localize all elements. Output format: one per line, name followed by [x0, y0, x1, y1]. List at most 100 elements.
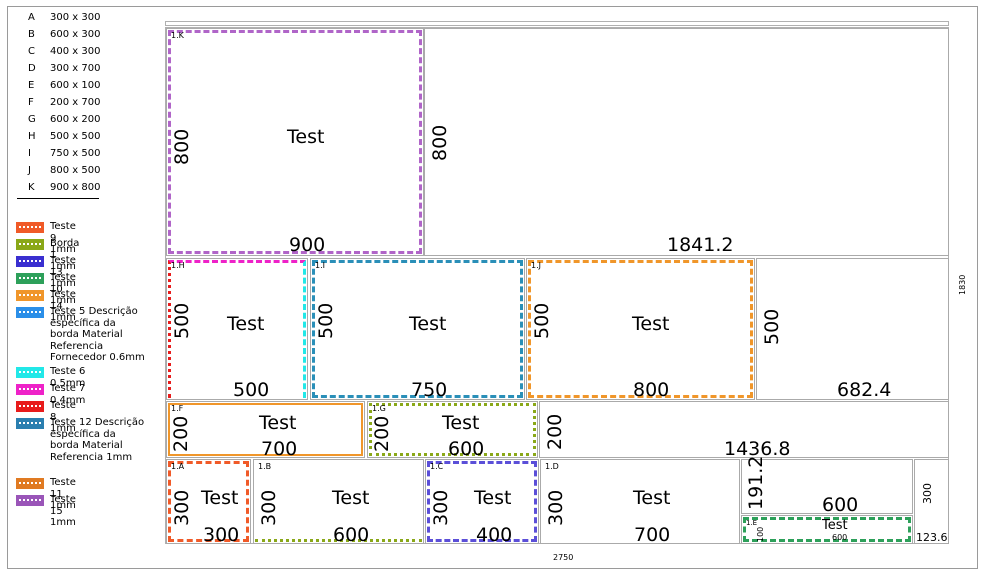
part-height: 500 — [315, 302, 337, 339]
drawing-frame — [7, 6, 978, 569]
size-letter: H — [28, 131, 36, 142]
legend-label: Teste 14 1mm — [50, 289, 76, 323]
swatch-icon — [16, 384, 44, 395]
remnant-height: 191.2 — [745, 455, 767, 510]
swatch-icon — [16, 256, 44, 267]
size-letter: A — [28, 12, 35, 23]
part-height: 500 — [171, 302, 193, 339]
remnant-width: 123.6 — [916, 531, 948, 544]
part-e[interactable]: 1.E Test 600 100 — [741, 515, 913, 544]
remnant-3: 1436.8 200 — [539, 401, 949, 460]
remnant-1: 1841.2 800 — [424, 28, 949, 256]
size-letter: C — [28, 46, 35, 57]
sheet-height-label: 1830 — [958, 274, 967, 295]
part-id: 1.H — [171, 261, 185, 270]
part-h[interactable]: 1.H Test 500 500 — [166, 258, 308, 401]
size-dim: 750 x 500 — [50, 148, 101, 159]
size-dim: 200 x 700 — [50, 97, 101, 108]
part-width: 400 — [476, 524, 513, 546]
size-row-i: I 750 x 500 — [28, 147, 100, 161]
swatch-icon — [16, 222, 44, 233]
remnant-width: 1841.2 — [667, 234, 734, 256]
part-width: 600 — [333, 524, 370, 546]
swatch-icon — [16, 478, 44, 489]
size-letter: F — [28, 97, 34, 108]
part-name: Test — [332, 487, 370, 509]
remnant-5: 123.6 300 — [914, 459, 949, 544]
part-name: Test — [259, 412, 297, 434]
part-width: 300 — [203, 524, 240, 546]
part-height: 100 — [756, 526, 765, 542]
part-b[interactable]: 1.B Test 600 300 — [253, 459, 424, 546]
size-dim: 500 x 500 — [50, 131, 101, 142]
size-letter: I — [28, 148, 31, 159]
legend-label: Teste 11 1mm — [50, 477, 76, 511]
size-letter: K — [28, 182, 35, 193]
part-width: 750 — [411, 379, 448, 401]
remnant-height: 200 — [544, 413, 566, 450]
legend-label: Teste 5 Descrição específica da borda Ma… — [50, 306, 145, 363]
size-letter: G — [28, 114, 36, 125]
part-g[interactable]: 1.G Test 600 200 — [367, 401, 538, 460]
part-id: 1.A — [171, 462, 185, 471]
part-a[interactable]: 1.A Test 300 300 — [166, 459, 251, 546]
part-id: 1.F — [171, 404, 184, 413]
part-width: 500 — [233, 379, 270, 401]
legend-label: Teste 10 1mm — [50, 272, 76, 306]
part-width: 600 — [832, 533, 848, 542]
size-dim: 300 x 700 — [50, 63, 101, 74]
part-height: 300 — [171, 489, 193, 526]
size-row-c: C 400 x 300 — [28, 45, 100, 59]
size-row-d: D 300 x 700 — [28, 62, 100, 76]
part-name: Test — [633, 487, 671, 509]
size-row-a: A 300 x 300 — [28, 11, 100, 25]
legend-label: Teste 9 1mm — [50, 221, 76, 255]
size-dim: 600 x 100 — [50, 80, 101, 91]
size-list-divider — [17, 198, 99, 199]
part-height: 800 — [171, 128, 193, 165]
part-id: 1.K — [171, 31, 184, 40]
part-name: Test — [409, 313, 447, 335]
legend-label: Teste 8 1mm — [50, 400, 76, 434]
part-height: 200 — [371, 415, 393, 452]
legend-label: Teste 15 1mm — [50, 494, 76, 528]
swatch-icon — [16, 418, 44, 429]
part-id: 1.E — [746, 519, 758, 527]
part-id: 1.G — [372, 404, 386, 413]
part-width: 800 — [633, 379, 670, 401]
size-row-g: G 600 x 200 — [28, 113, 100, 127]
remnant-4: 600 191.2 — [741, 455, 913, 516]
part-f[interactable]: 1.F Test 700 200 — [166, 401, 365, 460]
part-d[interactable]: 1.D Test 700 300 — [540, 459, 740, 546]
swatch-icon — [16, 239, 44, 250]
part-height: 500 — [531, 302, 553, 339]
part-k[interactable]: 1.K Test 900 800 — [166, 28, 424, 256]
size-dim: 600 x 200 — [50, 114, 101, 125]
part-c[interactable]: 1.C Test 400 300 — [425, 459, 539, 546]
swatch-icon — [16, 307, 44, 318]
part-name: Test — [287, 126, 325, 148]
sheet-width-label: 2750 — [553, 553, 574, 562]
size-letter: D — [28, 63, 36, 74]
part-width: 700 — [634, 524, 671, 546]
size-dim: 900 x 800 — [50, 182, 101, 193]
part-i[interactable]: 1.I Test 750 500 — [310, 258, 525, 401]
swatch-icon — [16, 273, 44, 284]
part-id: 1.I — [315, 261, 325, 270]
part-height: 300 — [258, 489, 280, 526]
legend-label: Teste 6 0.5mm — [50, 366, 86, 389]
size-dim: 300 x 300 — [50, 12, 101, 23]
part-id: 1.J — [531, 261, 541, 270]
size-letter: E — [28, 80, 35, 91]
size-row-e: E 600 x 100 — [28, 79, 100, 93]
swatch-icon — [16, 290, 44, 301]
swatch-icon — [16, 401, 44, 412]
size-dim: 400 x 300 — [50, 46, 101, 57]
part-name: Test — [442, 412, 480, 434]
part-j[interactable]: 1.J Test 800 500 — [526, 258, 755, 401]
remnant-height: 500 — [761, 308, 783, 345]
legend-label: Borda 1 1mm — [50, 238, 80, 272]
remnant-width: 600 — [822, 494, 859, 516]
